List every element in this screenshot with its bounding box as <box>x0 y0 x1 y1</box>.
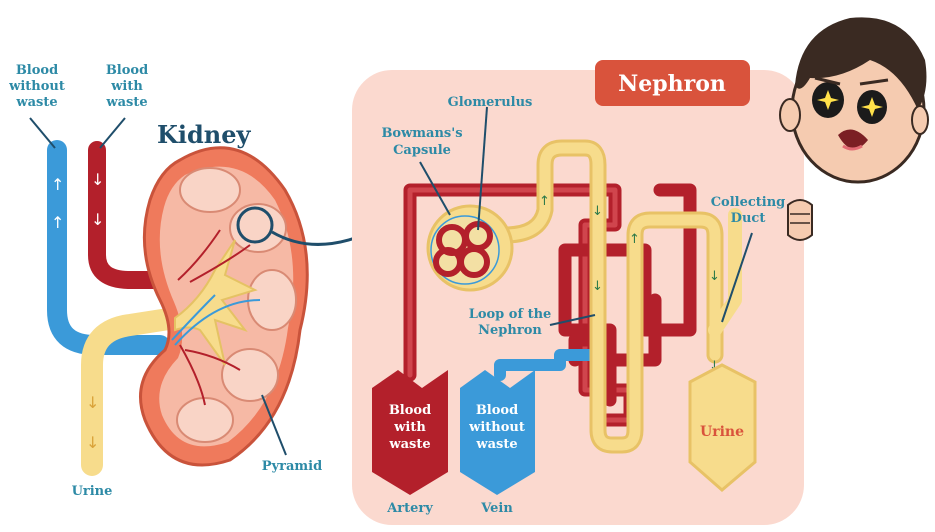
bowmans-capsule-label-2: Capsule <box>393 143 451 158</box>
urine-label-bottom: Urine <box>700 424 744 440</box>
up-arrow-icon: ↑ <box>51 175 64 194</box>
blood-with-waste-bottom-2: with <box>393 420 426 435</box>
artery-label: Artery <box>386 501 433 516</box>
kidney-title: Kidney <box>157 120 251 149</box>
down-arrow-icon: ↓ <box>86 433 99 452</box>
collecting-duct-label-1: Collecting <box>711 195 786 210</box>
nephron-title: Nephron <box>618 71 726 97</box>
blood-without-waste-label-2: without <box>8 79 65 94</box>
down-arrow-icon: ↓ <box>592 279 603 294</box>
pyramid-label: Pyramid <box>262 459 322 474</box>
collecting-duct-label-2: Duct <box>731 211 766 226</box>
blood-with-waste-bottom-3: waste <box>388 437 430 452</box>
bowmans-capsule-label-1: Bowmans's <box>381 126 462 141</box>
vein-label: Vein <box>480 501 513 516</box>
loop-of-nephron-label-1: Loop of the <box>469 307 552 322</box>
down-arrow-icon: ↓ <box>86 393 99 412</box>
blood-without-waste-bottom-3: waste <box>475 437 517 452</box>
kidney-illustration <box>141 148 308 465</box>
blood-with-waste-label-1: Blood <box>106 63 148 78</box>
loop-of-nephron-label-2: Nephron <box>478 323 542 338</box>
urine-label-left: Urine <box>72 484 113 499</box>
up-arrow-icon: ↑ <box>629 232 640 247</box>
down-arrow-icon: ↓ <box>91 210 104 229</box>
glomerulus-capsule <box>428 206 512 290</box>
blood-without-waste-bottom-2: without <box>468 420 525 435</box>
blood-without-waste-label-3: waste <box>15 95 57 110</box>
glomerulus-label: Glomerulus <box>448 95 533 110</box>
cartoon-character-face <box>780 17 928 240</box>
blood-without-waste-bottom-1: Blood <box>476 403 518 418</box>
down-arrow-icon: ↓ <box>709 269 720 284</box>
blood-with-waste-label-3: waste <box>105 95 147 110</box>
blood-without-waste-label-1: Blood <box>16 63 58 78</box>
blood-with-waste-bottom-1: Blood <box>389 403 431 418</box>
down-arrow-icon: ↓ <box>592 204 603 219</box>
down-arrow-icon: ↓ <box>91 170 104 189</box>
up-arrow-icon: ↑ <box>539 194 550 209</box>
up-arrow-icon: ↑ <box>51 213 64 232</box>
blood-with-waste-label-2: with <box>110 79 143 94</box>
